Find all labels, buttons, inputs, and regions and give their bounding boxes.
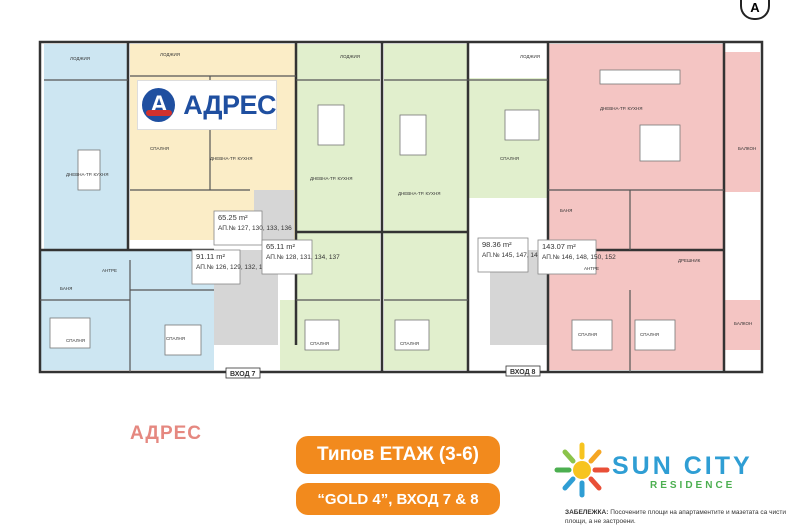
room-bedroom-6: СПАЛНЯ bbox=[500, 156, 519, 161]
room-bedroom-5: СПАЛНЯ bbox=[400, 341, 419, 346]
floor-plan: 65.25 m² АП.№ 127, 130, 133, 136 91.11 m… bbox=[38, 40, 764, 379]
room-hall-1: АНТРЕ bbox=[102, 268, 117, 273]
north-arrow-icon: A bbox=[740, 0, 770, 20]
sun-city-logo: SUN CITY RESIDENCE bbox=[552, 440, 752, 500]
agency-logo-icon bbox=[142, 88, 176, 122]
room-lodge-4: ЛОДЖИЯ bbox=[520, 54, 540, 59]
apt-area-1: 65.25 m² bbox=[218, 213, 248, 222]
walls bbox=[38, 40, 764, 374]
room-lodge-3: ЛОДЖИЯ bbox=[340, 54, 360, 59]
room-bedroom-7: СПАЛНЯ bbox=[578, 332, 597, 337]
brand-tagline: RESIDENCE bbox=[650, 480, 736, 491]
apt-area-5: 143.07 m² bbox=[542, 242, 576, 251]
room-living-3: ДНЕВНА-ТР. КУХНЯ bbox=[310, 176, 352, 181]
footnote-text: Посочените площи на апартаментите и мазе… bbox=[565, 509, 786, 525]
room-bath-1: БАНЯ bbox=[60, 286, 72, 291]
footnote: ЗАБЕЛЕЖКА: Посочените площи на апартамен… bbox=[565, 508, 790, 526]
watermark-text: АДРЕС bbox=[130, 423, 203, 444]
apt-numbers-4: АП.№ 145, 147, 149, 151 bbox=[482, 252, 556, 259]
room-bath-2: БАНЯ bbox=[560, 208, 572, 213]
room-bedroom-1: СПАЛНЯ bbox=[66, 338, 85, 343]
room-storage: ДРЕШНИК bbox=[678, 258, 701, 263]
room-living-2: ДНЕВНА-ТР. КУХНЯ bbox=[210, 156, 252, 161]
room-bedroom-3: СПАЛНЯ bbox=[150, 146, 169, 151]
apt-numbers-2: АП.№ 126, 129, 132, 135 bbox=[196, 264, 270, 271]
room-living-4: ДНЕВНА-ТР. КУХНЯ bbox=[398, 191, 440, 196]
room-balcony-2: БАЛКОН bbox=[734, 321, 752, 326]
room-lodge-1: ЛОДЖИЯ bbox=[70, 56, 90, 61]
brand-name: SUN CITY bbox=[612, 452, 753, 480]
entrances: ВХОД 7 ВХОД 8 bbox=[225, 365, 541, 379]
sun-icon bbox=[554, 442, 610, 498]
building-title: “GOLD 4”, ВХОД 7 & 8 bbox=[296, 483, 500, 515]
apartment-labels: 65.25 m² АП.№ 127, 130, 133, 136 91.11 m… bbox=[191, 210, 616, 285]
room-bedroom-2: СПАЛНЯ bbox=[166, 336, 185, 341]
room-lodge-2: ЛОДЖИЯ bbox=[160, 52, 180, 57]
room-bedroom-8: СПАЛНЯ bbox=[640, 332, 659, 337]
room-balcony-1: БАЛКОН bbox=[738, 146, 756, 151]
footnote-label: ЗАБЕЛЕЖКА: bbox=[565, 509, 609, 516]
compass-letter: A bbox=[750, 0, 760, 15]
apt-numbers-5: АП.№ 146, 148, 150, 152 bbox=[542, 254, 616, 261]
agency-logo-text: АДРЕС bbox=[183, 89, 276, 120]
agency-logo: АДРЕС bbox=[137, 80, 277, 130]
furniture bbox=[49, 69, 681, 356]
room-living-5: ДНЕВНА-ТР. КУХНЯ bbox=[600, 106, 642, 111]
entrance-7-label: ВХОД 7 bbox=[230, 371, 256, 378]
room-living-1: ДНЕВНА-ТР. КУХНЯ bbox=[66, 172, 108, 177]
floor-title: Типов ЕТАЖ (3-6) bbox=[296, 436, 500, 474]
entrance-8-label: ВХОД 8 bbox=[510, 369, 536, 376]
apt-area-2: 91.11 m² bbox=[196, 252, 226, 261]
apt-numbers-3: АП.№ 128, 131, 134, 137 bbox=[266, 254, 340, 261]
room-hall-2: АНТРЕ bbox=[584, 266, 599, 271]
apt-numbers-1: АП.№ 127, 130, 133, 136 bbox=[218, 225, 292, 232]
apt-area-4: 98.36 m² bbox=[482, 240, 512, 249]
interior-walls bbox=[40, 75, 724, 372]
apt-area-3: 65.11 m² bbox=[266, 242, 296, 251]
room-bedroom-4: СПАЛНЯ bbox=[310, 341, 329, 346]
room-labels: ДНЕВНА-ТР. КУХНЯ СПАЛНЯ СПАЛНЯ ДНЕВНА-ТР… bbox=[60, 52, 756, 346]
